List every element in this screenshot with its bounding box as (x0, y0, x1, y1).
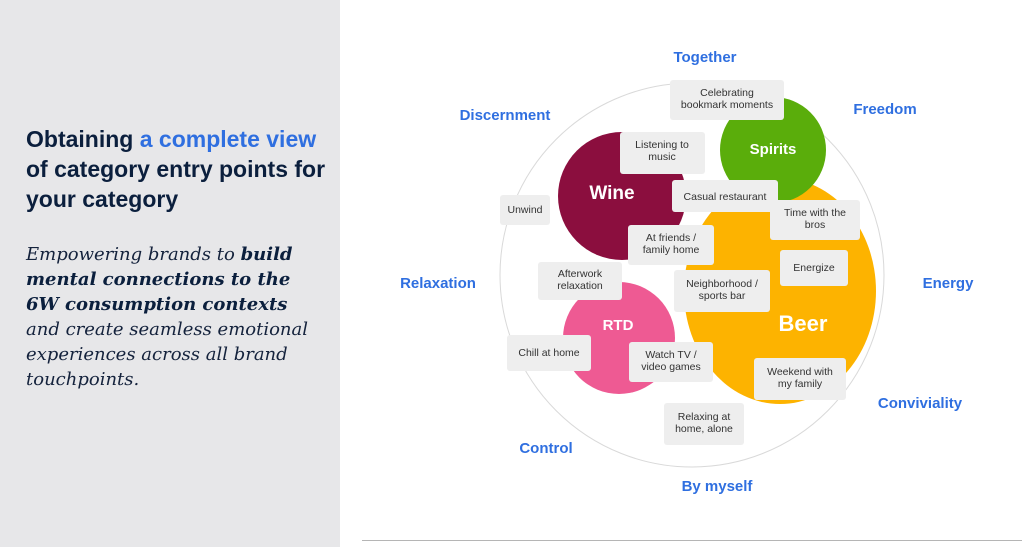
dimension-label: Discernment (460, 107, 551, 124)
spirits-bubble (720, 97, 826, 203)
occasion-box: Unwind (500, 195, 550, 225)
headline-text: Obtaining (26, 126, 140, 152)
subtext-end: and create seamless emotional experience… (26, 319, 309, 390)
occasion-diagram: Together Freedom Energy Conviviality By … (400, 49, 975, 495)
spirits-label: Spirits (750, 141, 797, 158)
subtext-bold: build mental connections to the 6W consu… (26, 244, 293, 315)
occasion-box: At friends /family home (628, 225, 714, 265)
occasion-box: Energize (780, 250, 848, 286)
dimension-label: Control (519, 440, 572, 457)
occasion-box: Casual restaurant (672, 180, 778, 212)
beer-label: Beer (779, 311, 828, 336)
svg-text:Unwind: Unwind (507, 204, 542, 216)
occasion-box: Watch TV /video games (629, 342, 713, 382)
bottom-divider (362, 540, 1022, 541)
occasion-box: Chill at home (507, 335, 591, 371)
dimension-label: Energy (923, 275, 975, 292)
dimension-label: Together (673, 49, 736, 66)
occasion-box: Neighborhood /sports bar (674, 270, 770, 312)
headline: Obtaining a complete view of category en… (26, 124, 336, 214)
headline-accent: a complete view (139, 126, 317, 152)
left-panel: Obtaining a complete view of category en… (0, 0, 340, 547)
rtd-label: RTD (603, 317, 634, 334)
svg-text:At friends /family home: At friends /family home (643, 232, 700, 256)
svg-text:Energize: Energize (793, 262, 835, 274)
subtext: Empowering brands to build mental connec… (26, 242, 326, 392)
svg-text:Chill at home: Chill at home (518, 347, 579, 359)
subtext-start: Empowering brands to (26, 244, 241, 265)
wine-label: Wine (589, 183, 634, 204)
headline-text-end: of category entry points for your catego… (26, 156, 326, 212)
dimension-label: Conviviality (878, 395, 963, 412)
svg-text:Watch TV /video games: Watch TV /video games (641, 349, 701, 373)
svg-text:Casual restaurant: Casual restaurant (684, 191, 767, 203)
svg-text:Neighborhood /sports bar: Neighborhood /sports bar (686, 278, 758, 302)
dimension-label: Freedom (853, 101, 916, 118)
dimension-label: By myself (682, 478, 754, 495)
dimension-label: Relaxation (400, 275, 476, 292)
